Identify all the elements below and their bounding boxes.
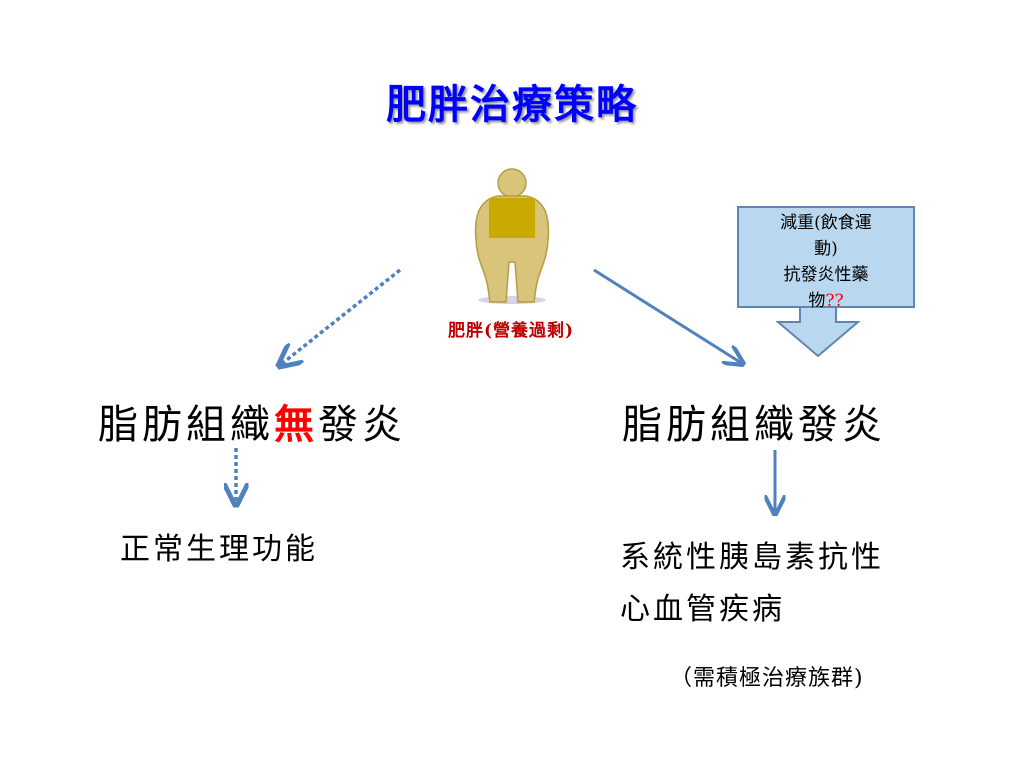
callout-line: 物?? <box>739 288 913 314</box>
left-outcome: 正常生理功能 <box>120 532 318 567</box>
callout-down-arrow <box>775 305 861 358</box>
callout-line: 動) <box>814 239 838 259</box>
right-heading: 脂肪組織發炎 <box>622 402 886 448</box>
left-heading-prefix: 脂肪組織 <box>98 402 274 448</box>
left-heading: 脂肪組織無發炎 <box>98 392 406 450</box>
censor-patch <box>489 198 535 238</box>
slide-title: 肥胖治療策略 <box>386 81 638 128</box>
solid-arrow-right <box>593 268 743 364</box>
dotted-arrow-left <box>279 268 402 366</box>
callout-text: 物 <box>808 291 826 311</box>
question-marks: ?? <box>825 291 844 311</box>
figure-caption: 肥胖(營養過剩) <box>447 321 575 341</box>
right-note: （需積極治療族群) <box>670 666 864 691</box>
treatment-callout: 減重(飲食運 動) 抗發炎性藥 物?? <box>737 206 915 311</box>
right-outcome-line2: 心血管疾病 <box>620 592 785 627</box>
callout-line: 減重(飲食運 <box>780 213 872 233</box>
left-heading-emphasis: 無 <box>274 401 318 448</box>
left-heading-suffix: 發炎 <box>318 402 406 448</box>
right-outcome-line1: 系統性胰島素抗性 <box>620 540 884 575</box>
obese-person-figure <box>474 168 550 304</box>
callout-line: 抗發炎性藥 <box>783 265 869 285</box>
